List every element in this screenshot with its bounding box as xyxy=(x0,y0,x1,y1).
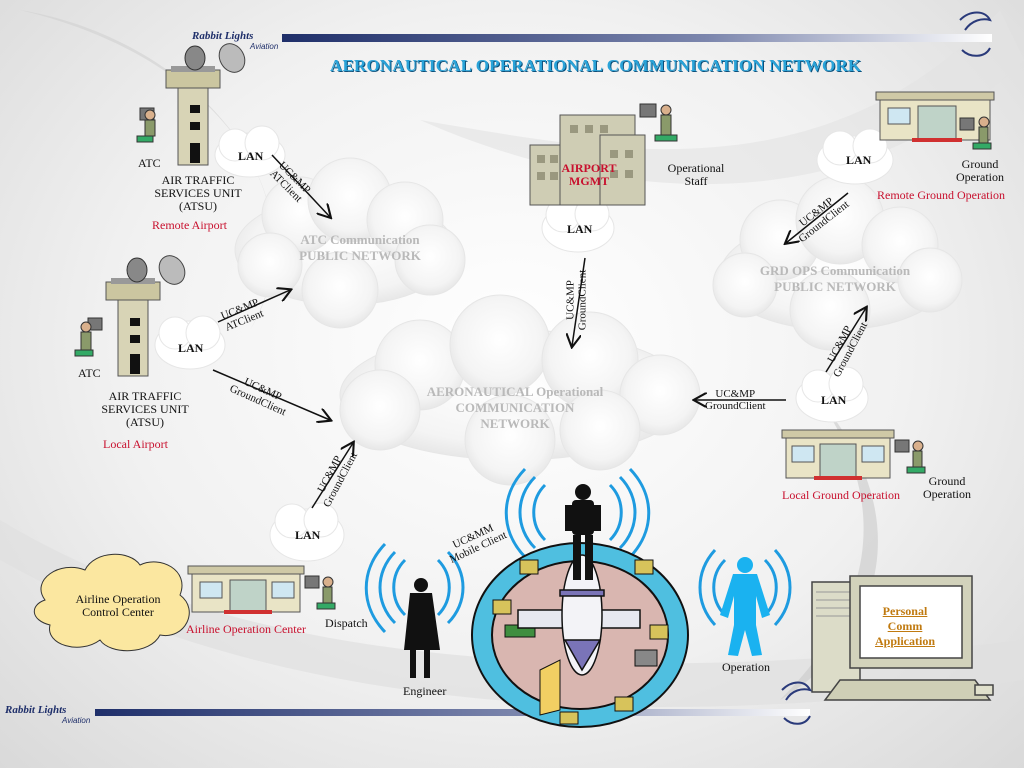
rabbit-logo-top-right xyxy=(959,11,992,57)
remote-airport-label: Remote Airport xyxy=(152,218,227,232)
operation-label: Operation xyxy=(722,660,770,674)
pilot-figure xyxy=(565,484,601,580)
brand-name-top: Rabbit Lights xyxy=(192,30,254,42)
arrow-local-atc-up xyxy=(217,290,290,323)
lan-cloud-local-atc xyxy=(154,315,226,370)
airplane xyxy=(517,554,641,676)
remote-atsu-tower xyxy=(165,43,246,166)
arrow-remote-grd xyxy=(786,192,849,243)
dispatch-operator xyxy=(304,575,336,610)
local-atc-person-label: ATC xyxy=(78,366,101,380)
operation-figure xyxy=(720,557,770,656)
aoc-label: Airline Operation Center xyxy=(186,622,306,636)
local-ground-label: Local Ground Operation xyxy=(782,488,900,502)
local-ground-building xyxy=(781,429,895,480)
remote-ground-building xyxy=(875,91,995,142)
operational-staff xyxy=(639,103,678,142)
local-atsu-tower xyxy=(105,255,186,377)
atc-operator-remote xyxy=(136,107,156,143)
signal-waves xyxy=(364,467,792,634)
lan-label-remote-grd: LAN xyxy=(846,153,872,167)
dispatch-label: Dispatch xyxy=(325,616,368,630)
brand-sub-top: Aviation xyxy=(250,42,279,51)
arrow-aoc xyxy=(311,443,353,509)
page-title: AERONAUTICAL OPERATIONAL COMMUNICATION N… xyxy=(330,56,862,75)
aero-cloud xyxy=(339,294,701,486)
remote-ground-operator xyxy=(959,116,992,150)
remote-atc-person-label: ATC xyxy=(138,156,161,170)
atc-cloud xyxy=(234,157,466,329)
arrow-grd-up xyxy=(825,308,866,373)
engineer-figure xyxy=(404,578,440,678)
airport-mgmt-building xyxy=(529,114,646,206)
lan-label-aoc: LAN xyxy=(295,528,321,542)
aoc-building xyxy=(187,565,305,614)
lan-cloud-local-grd xyxy=(795,366,869,423)
aoc-cloud xyxy=(33,553,190,652)
lan-label-local-atc: LAN xyxy=(178,341,204,355)
lan-cloud-remote-atc xyxy=(214,125,286,178)
local-ground-operator xyxy=(894,439,926,474)
lan-cloud-remote-grd xyxy=(816,128,894,185)
arrow-local-atc-down xyxy=(212,369,330,420)
brand-name-bottom: Rabbit Lights xyxy=(5,704,67,716)
atc-operator-local xyxy=(74,317,103,357)
grd-cloud xyxy=(712,175,963,351)
arrow-remote-atc xyxy=(271,154,330,217)
remote-ground-label: Remote Ground Operation xyxy=(877,188,1005,202)
lan-cloud-aoc xyxy=(269,502,345,562)
local-airport-label: Local Airport xyxy=(103,437,168,451)
lan-label-airport: LAN xyxy=(567,222,593,236)
arrow-airport xyxy=(572,257,586,346)
brand-sub-bottom: Aviation xyxy=(62,716,91,725)
computer-terminal xyxy=(811,575,994,701)
lan-label-remote-atc: LAN xyxy=(238,149,264,163)
rabbit-logo-bottom-right xyxy=(781,681,812,725)
lan-label-local-grd: LAN xyxy=(821,393,847,407)
engineer-label: Engineer xyxy=(403,684,447,698)
